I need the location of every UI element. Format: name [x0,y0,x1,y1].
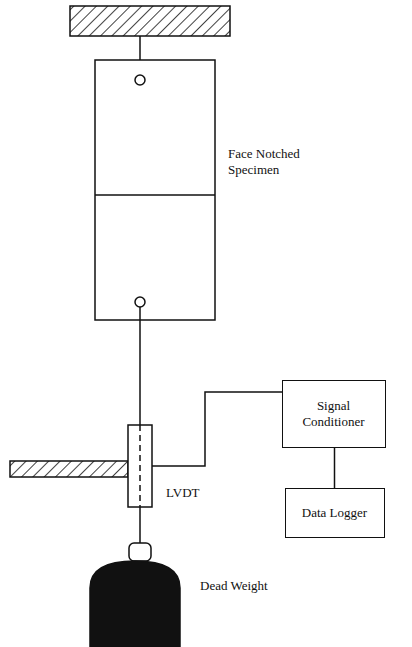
notch-line [95,194,215,196]
load-rod [139,507,141,545]
signal-wire [334,448,336,488]
part-label: LVDT [166,485,226,501]
pin-hole [135,297,145,307]
part-label: Face Notched Specimen [228,146,300,177]
box-label: Signal Conditioner [294,398,374,429]
lvdt-body [128,425,152,507]
signal-wire [152,392,282,466]
load-rod [139,307,141,425]
lvdt-core [139,425,141,507]
top-support [70,6,230,36]
box-label: Data Logger [293,505,377,521]
specimen-body [95,60,215,320]
side-support [10,461,128,477]
part-label: Dead Weight [200,578,310,594]
dead-weight [90,561,180,647]
instrument-box: Data Logger [285,488,385,538]
instrument-box: Signal Conditioner [282,380,386,448]
pin-hole [135,75,145,85]
weight-hook [129,543,151,561]
